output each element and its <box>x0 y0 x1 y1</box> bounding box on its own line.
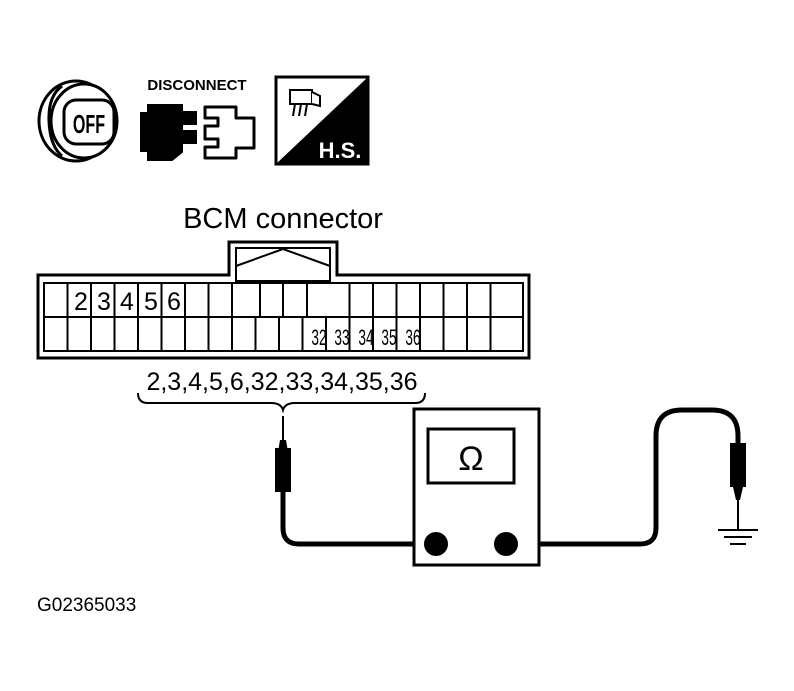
top-row-terminals: 2 3 4 5 6 <box>74 288 181 316</box>
ground-icon <box>718 522 758 545</box>
ignition-off-label: OFF <box>73 109 105 139</box>
terminal-label: 33 <box>334 325 349 350</box>
ohmmeter: Ω <box>412 407 541 567</box>
meter-terminal-left <box>424 532 448 556</box>
ground-lead-wire <box>524 407 741 547</box>
ohm-symbol: Ω <box>458 440 483 478</box>
bcm-connector: 2 3 4 5 6 32 33 34 35 36 <box>36 240 531 360</box>
terminal-label: 3 <box>97 288 111 316</box>
terminal-label: 36 <box>405 325 420 350</box>
terminal-label: 35 <box>381 325 396 350</box>
connector-title: BCM connector <box>183 203 383 235</box>
connector-glyph-icon <box>289 89 321 117</box>
terminals-brace <box>137 392 426 414</box>
ignition-off-icon: OFF <box>37 79 119 163</box>
left-probe-icon <box>275 416 291 492</box>
terminal-label: 34 <box>358 325 373 350</box>
harness-side-label: H.S. <box>319 138 362 163</box>
terminal-label: 32 <box>311 325 326 350</box>
test-lead-wire <box>280 492 414 547</box>
terminal-label: 5 <box>144 288 158 316</box>
right-probe-icon <box>730 443 746 522</box>
bottom-row-terminals: 32 33 34 35 36 <box>311 325 420 350</box>
disconnect-icon: DISCONNECT <box>140 77 256 161</box>
terminals-label: 2,3,4,5,6,32,33,34,35,36 <box>146 368 417 396</box>
figure-id: G02365033 <box>37 595 136 616</box>
meter-terminal-right <box>494 532 518 556</box>
harness-side-icon: H.S. <box>274 75 370 166</box>
terminal-label: 6 <box>167 288 181 316</box>
terminal-grid <box>66 283 492 351</box>
disconnect-label: DISCONNECT <box>147 77 246 94</box>
terminal-label: 4 <box>120 288 134 316</box>
terminal-label: 2 <box>74 288 88 316</box>
meter-display <box>426 427 516 485</box>
